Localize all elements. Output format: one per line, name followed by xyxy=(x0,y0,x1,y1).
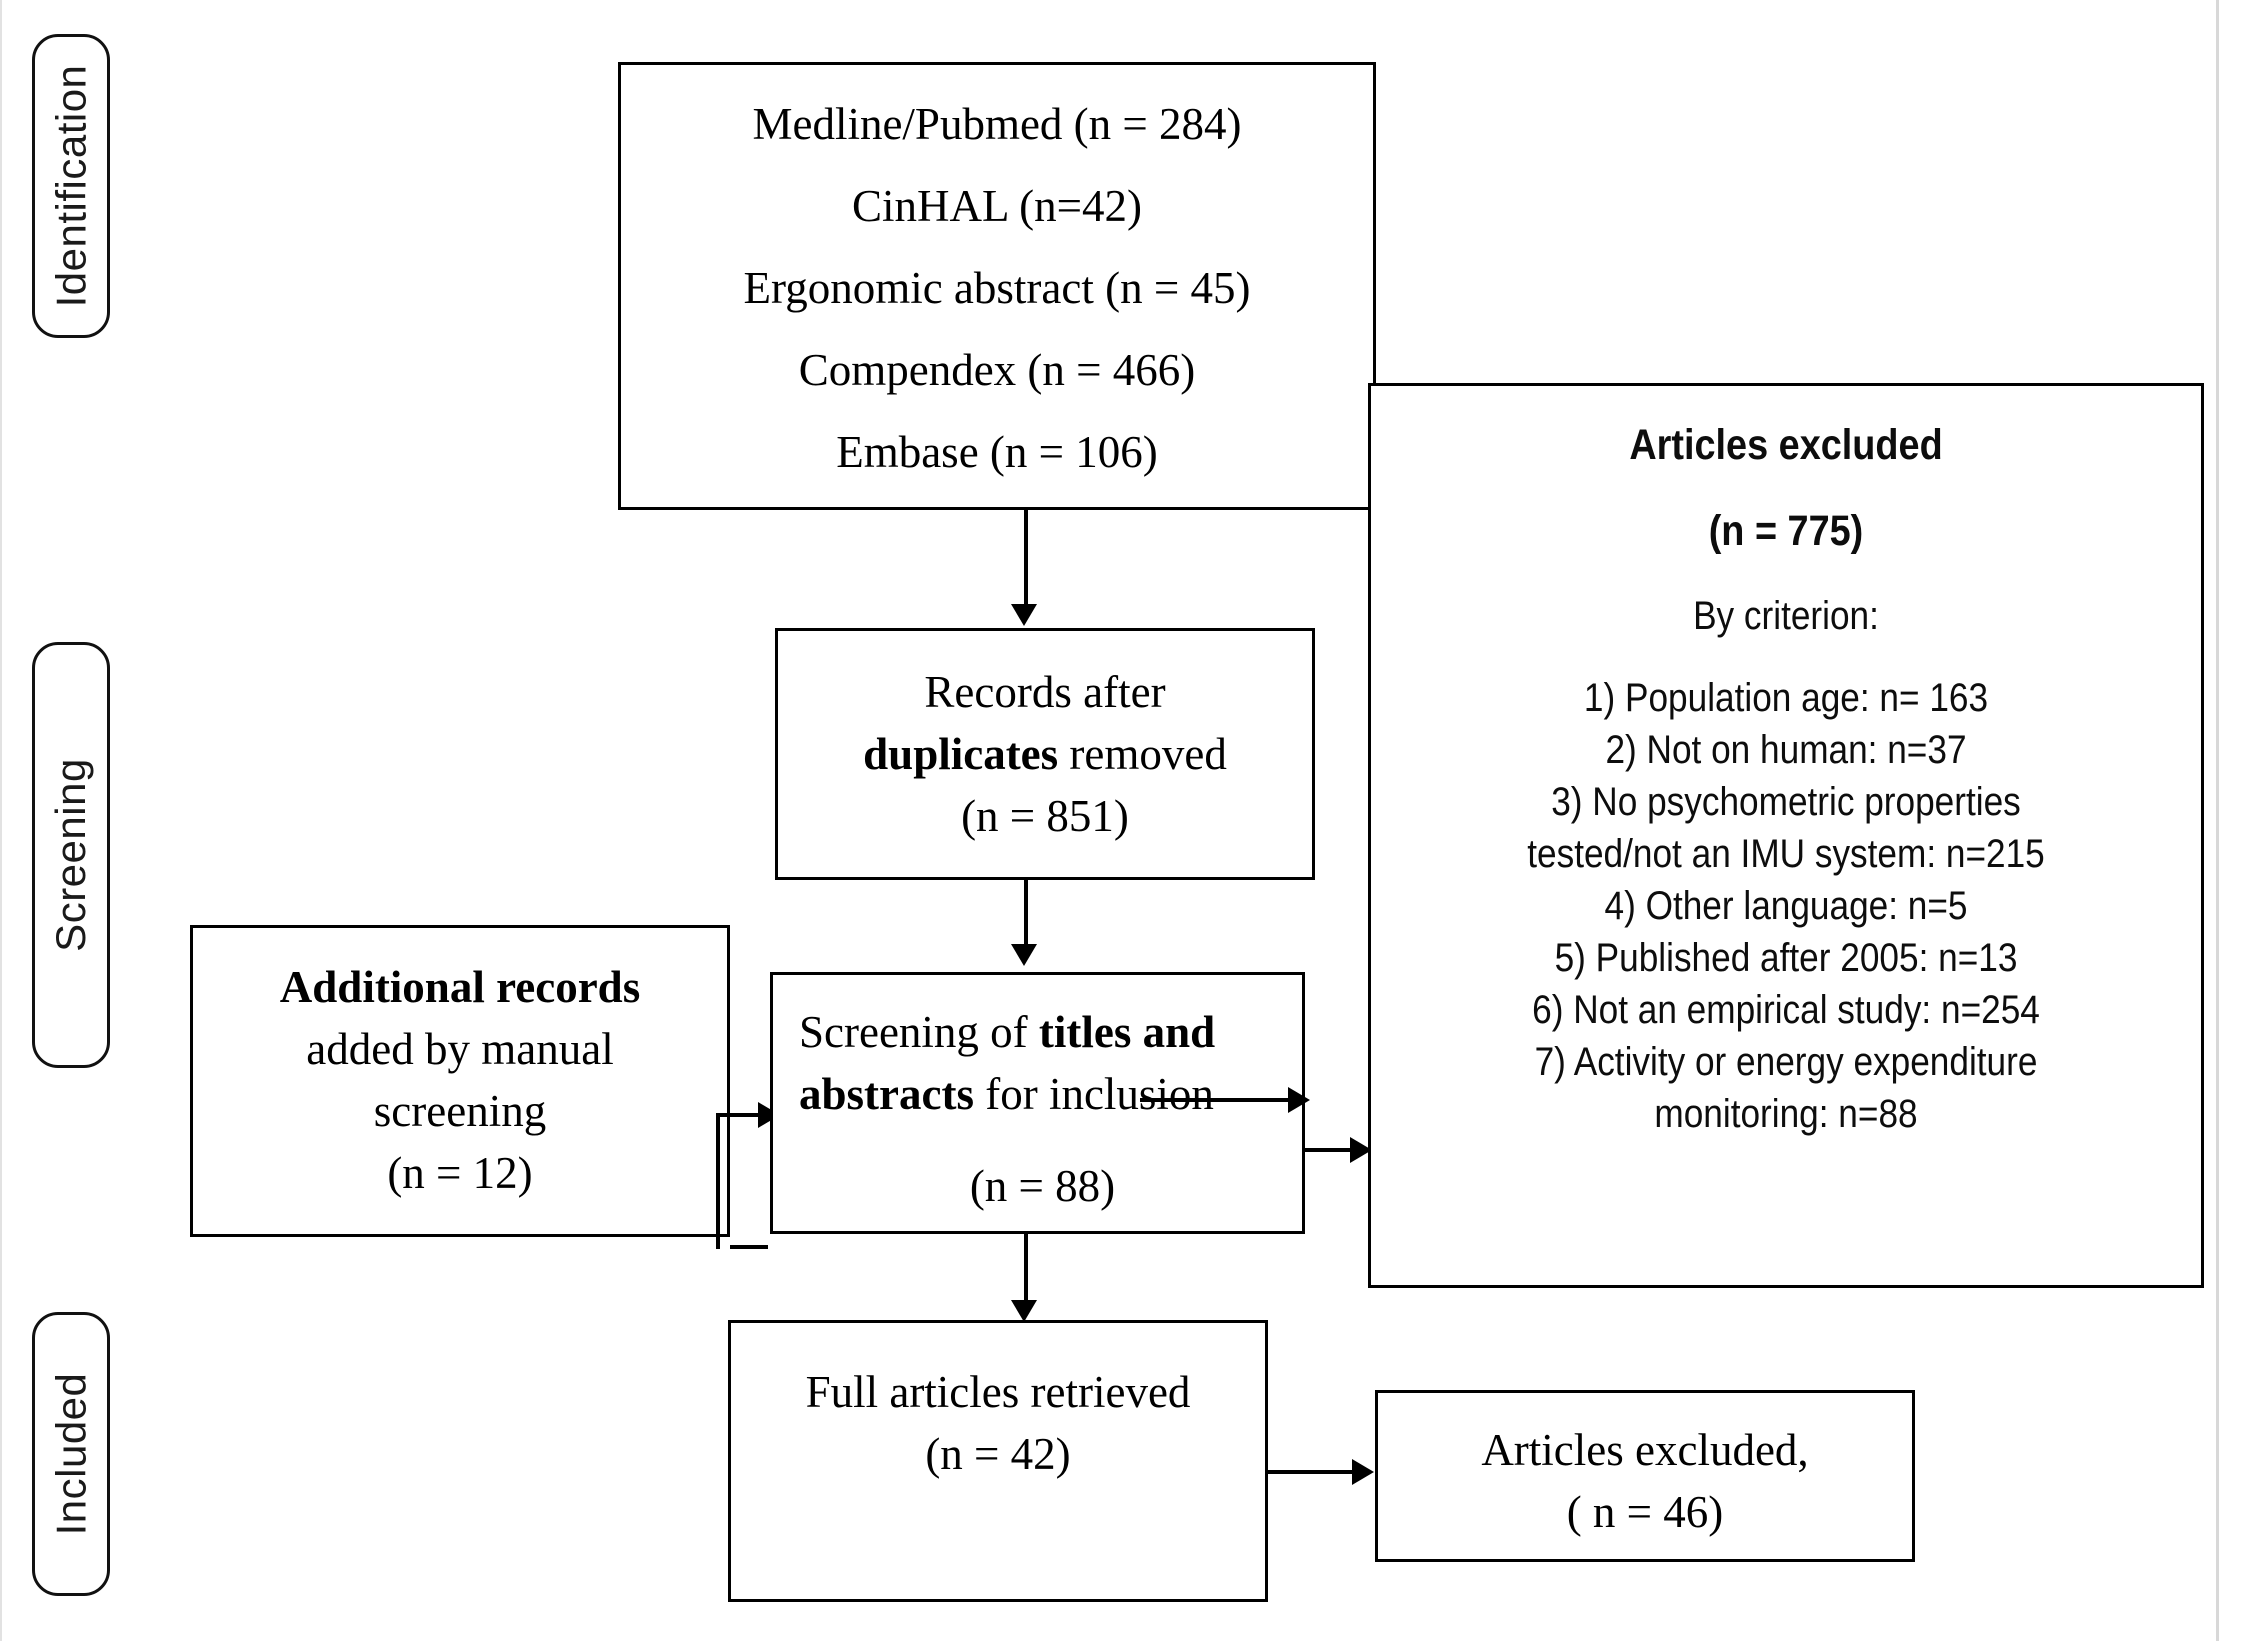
database-sources-box: Medline/Pubmed (n = 284) CinHAL (n=42) E… xyxy=(618,62,1376,510)
connector-screening-to-excluded-arrow xyxy=(1350,1137,1372,1163)
additional-records-line-2: added by manual xyxy=(306,1024,614,1075)
articles-excluded-fulltext-box: Articles excluded, ( n = 46) xyxy=(1375,1390,1915,1562)
exclusion-criterion-3: 3) No psychometric properties xyxy=(1551,779,2021,824)
connector-additional-horizontal-upper xyxy=(716,1113,762,1117)
exclusion-criterion-1: 1) Population age: n= 163 xyxy=(1583,675,1989,720)
connector-screening-overlap-line xyxy=(1140,1098,1292,1102)
additional-records-count: (n = 12) xyxy=(387,1148,533,1199)
duplicates-line-1: Records after xyxy=(778,661,1312,723)
screening-line-2: abstracts for inclusion xyxy=(799,1063,1286,1125)
stage-screening-label: Screening xyxy=(47,758,94,952)
stage-included-label: Included xyxy=(47,1372,95,1536)
full-articles-retrieved-box: Full articles retrieved (n = 42) xyxy=(728,1320,1268,1602)
screening-line-2-bold: abstracts xyxy=(799,1069,974,1120)
screening-line-1-pre: Screening of xyxy=(799,1007,1039,1057)
exclusion-criterion-7-cont: monitoring: n=88 xyxy=(1654,1091,1918,1136)
connector-duplicates-to-screening xyxy=(1024,880,1028,948)
exclusion-criterion-2: 2) Not on human: n=37 xyxy=(1605,727,1967,772)
duplicates-line-2: duplicates removed xyxy=(778,723,1312,785)
screening-line-1-bold: titles and xyxy=(1038,1007,1216,1057)
duplicates-line-2-rest: removed xyxy=(1058,729,1227,780)
duplicates-line-1-text: Records after xyxy=(924,667,1166,717)
exclusion-criterion-5: 5) Published after 2005: n=13 xyxy=(1554,935,2018,980)
connector-screening-overlap-arrow xyxy=(1288,1087,1310,1113)
articles-excluded-subheading: By criterion: xyxy=(1693,593,1879,638)
source-line-compendex: Compendex (n = 466) xyxy=(798,345,1196,396)
records-after-duplicates-box: Records after duplicates removed (n = 85… xyxy=(775,628,1315,880)
stage-identification: Identification xyxy=(32,34,110,338)
connector-full-to-excluded-line xyxy=(1268,1470,1360,1474)
additional-records-box: Additional records added by manual scree… xyxy=(190,925,730,1237)
connector-additional-vertical xyxy=(716,1113,720,1249)
screening-count: (n = 88) xyxy=(969,1161,1116,1212)
source-line-ergonomic: Ergonomic abstract (n = 45) xyxy=(743,263,1251,314)
articles-excluded-fulltext-count: ( n = 46) xyxy=(1566,1487,1724,1538)
additional-records-line-1: Additional records xyxy=(193,956,727,1018)
stage-identification-label: Identification xyxy=(47,64,95,308)
source-line-medline: Medline/Pubmed (n = 284) xyxy=(752,99,1242,149)
screening-line-1: Screening of titles and xyxy=(799,1001,1286,1063)
title-abstract-screening-box: Screening of titles and abstracts for in… xyxy=(770,972,1305,1234)
articles-excluded-count: (n = 775) xyxy=(1708,506,1864,555)
articles-excluded-heading: Articles excluded xyxy=(1629,421,1943,469)
full-articles-count: (n = 42) xyxy=(925,1429,1071,1480)
connector-full-to-excluded-arrow xyxy=(1352,1459,1374,1485)
exclusion-criterion-6: 6) Not an empirical study: n=254 xyxy=(1532,987,2040,1032)
source-line-cinhal: CinHAL (n=42) xyxy=(852,181,1142,232)
additional-records-bold: Additional records xyxy=(279,962,641,1012)
articles-excluded-criteria-box: Articles excluded (n = 775) By criterion… xyxy=(1368,383,2204,1288)
full-articles-line-1: Full articles retrieved xyxy=(805,1367,1191,1417)
additional-records-line-3: screening xyxy=(373,1086,547,1137)
exclusion-criterion-7: 7) Activity or energy expenditure xyxy=(1534,1039,2038,1084)
connector-screening-to-full-articles-arrow xyxy=(1011,1300,1037,1322)
connector-additional-horizontal-lower xyxy=(730,1245,768,1249)
screening-line-2-post: for inclusion xyxy=(973,1069,1214,1120)
connector-screening-to-excluded-line xyxy=(1305,1148,1357,1152)
exclusion-criterion-4: 4) Other language: n=5 xyxy=(1604,883,1968,928)
duplicates-count: (n = 851) xyxy=(961,791,1129,842)
connector-sources-to-duplicates xyxy=(1024,510,1028,610)
page-edge-left-line xyxy=(0,0,2,1641)
duplicates-bold-word: duplicates xyxy=(863,729,1059,780)
connector-screening-to-full-articles xyxy=(1024,1234,1028,1304)
exclusion-criterion-3-cont: tested/not an IMU system: n=215 xyxy=(1527,831,2045,876)
connector-duplicates-to-screening-arrow xyxy=(1011,944,1037,966)
page-edge-right-line xyxy=(2216,0,2219,1641)
source-line-embase: Embase (n = 106) xyxy=(836,427,1158,478)
articles-excluded-fulltext-line-1: Articles excluded, xyxy=(1481,1425,1809,1475)
connector-sources-to-duplicates-arrow xyxy=(1011,604,1037,626)
stage-screening: Screening xyxy=(32,642,110,1068)
stage-included: Included xyxy=(32,1312,110,1596)
